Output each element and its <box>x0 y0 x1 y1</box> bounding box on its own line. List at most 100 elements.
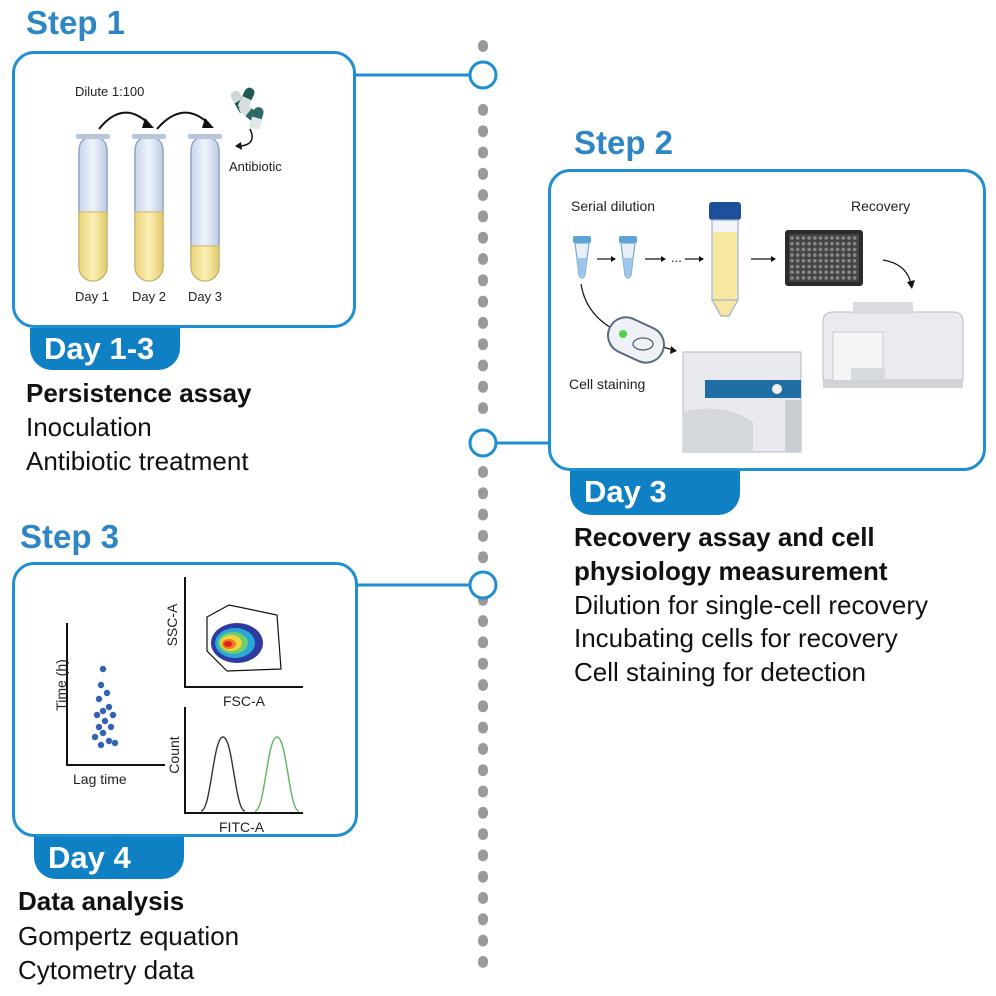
tube-label-day2: Day 2 <box>132 289 166 304</box>
well <box>824 259 828 263</box>
step2-line-1: Dilution for single-cell recovery <box>574 590 929 620</box>
well <box>807 259 811 263</box>
tube-day2 <box>132 134 166 282</box>
lag-plot-ylabel: Time (h) <box>53 659 69 711</box>
well <box>807 276 811 280</box>
step1-line-1: Inoculation <box>26 412 152 442</box>
well <box>824 276 828 280</box>
histogram-curve-green <box>254 736 300 812</box>
well <box>841 276 846 280</box>
plate-reader-icon <box>822 302 964 388</box>
timeline-dot <box>478 636 488 649</box>
well <box>852 259 857 263</box>
step1-title: Step 1 <box>26 4 126 41</box>
lag-point <box>109 711 117 719</box>
well <box>790 259 794 263</box>
lag-point <box>99 729 107 737</box>
timeline-dot <box>478 721 488 734</box>
well <box>841 270 846 274</box>
tube-label-day3: Day 3 <box>188 289 222 304</box>
well <box>841 264 846 269</box>
well <box>824 241 828 246</box>
ellipsis-label: ... <box>671 250 682 265</box>
well <box>830 236 834 240</box>
well <box>847 276 851 280</box>
timeline-dot <box>478 955 488 968</box>
well <box>813 270 817 274</box>
well <box>830 247 834 252</box>
lag-point <box>107 723 115 731</box>
scatter-plot-ylabel: SSC-A <box>164 603 180 647</box>
scatter-plot-xlabel: FSC-A <box>223 693 265 709</box>
timeline-dot <box>478 402 488 415</box>
well <box>830 264 834 269</box>
well <box>847 270 851 274</box>
step2-day-tab: Day 3 <box>570 471 740 515</box>
well <box>818 236 823 240</box>
timeline-dot <box>478 189 488 202</box>
step1-day-label: Day 1-3 <box>44 331 155 366</box>
tube-day1 <box>76 134 110 282</box>
recovery-label: Recovery <box>851 198 911 214</box>
well <box>841 253 846 257</box>
well <box>852 270 857 274</box>
well <box>790 276 794 280</box>
timeline-dot <box>478 167 488 180</box>
dilute-arrow-1 <box>98 111 150 130</box>
well <box>818 241 823 246</box>
timeline-dot <box>478 316 488 329</box>
step1-heading: Persistence assay <box>26 378 252 408</box>
well <box>795 236 800 240</box>
well <box>847 236 851 240</box>
well <box>795 259 800 263</box>
well <box>830 276 834 280</box>
well <box>847 241 851 246</box>
lag-plot-xlabel: Lag time <box>73 771 127 787</box>
step3-heading: Data analysis <box>18 886 185 916</box>
well <box>813 241 817 246</box>
timeline-dot <box>478 380 488 393</box>
step1-panel: Dilute 1:100 Antibiotic Day 1 Day 2 Day … <box>12 51 356 328</box>
timeline-node-2 <box>468 428 498 458</box>
lag-point <box>101 717 109 725</box>
step1-day-tab: Day 1-3 <box>30 328 180 370</box>
timeline-dot <box>478 295 488 308</box>
well <box>824 253 828 257</box>
well <box>807 253 811 257</box>
well <box>801 276 806 280</box>
timeline-dot <box>478 870 488 883</box>
cell-slide-icon <box>607 316 665 364</box>
lag-point <box>97 741 105 749</box>
well <box>801 259 806 263</box>
well <box>790 264 794 269</box>
well <box>824 247 828 252</box>
step3-day-label: Day 4 <box>48 840 131 875</box>
microtube-icon-1 <box>573 236 591 279</box>
well <box>790 247 794 252</box>
lag-point <box>91 733 99 741</box>
well <box>835 264 840 269</box>
well <box>801 264 806 269</box>
step2-heading-1: Recovery assay and cell <box>574 522 875 552</box>
step2-line-3: Cell staining for detection <box>574 657 866 687</box>
well <box>830 253 834 257</box>
timeline-dot <box>478 274 488 287</box>
timeline-dot <box>478 657 488 670</box>
hist-plot-xlabel: FITC-A <box>219 819 265 835</box>
well <box>841 259 846 263</box>
timeline-dot <box>478 849 488 862</box>
histogram-plot <box>184 707 303 814</box>
lag-point <box>105 703 113 711</box>
well <box>835 241 840 246</box>
step2-panel: Serial dilution Recovery Cell staining .… <box>548 169 986 471</box>
tube-day3 <box>188 134 222 282</box>
well <box>801 236 806 240</box>
lag-point <box>95 723 103 731</box>
well-plate-icon <box>785 230 863 286</box>
well <box>795 247 800 252</box>
step3-day-tab: Day 4 <box>34 837 184 879</box>
antibiotic-arrow <box>240 128 253 147</box>
well <box>801 253 806 257</box>
step3-line-2: Cytometry data <box>18 955 195 985</box>
